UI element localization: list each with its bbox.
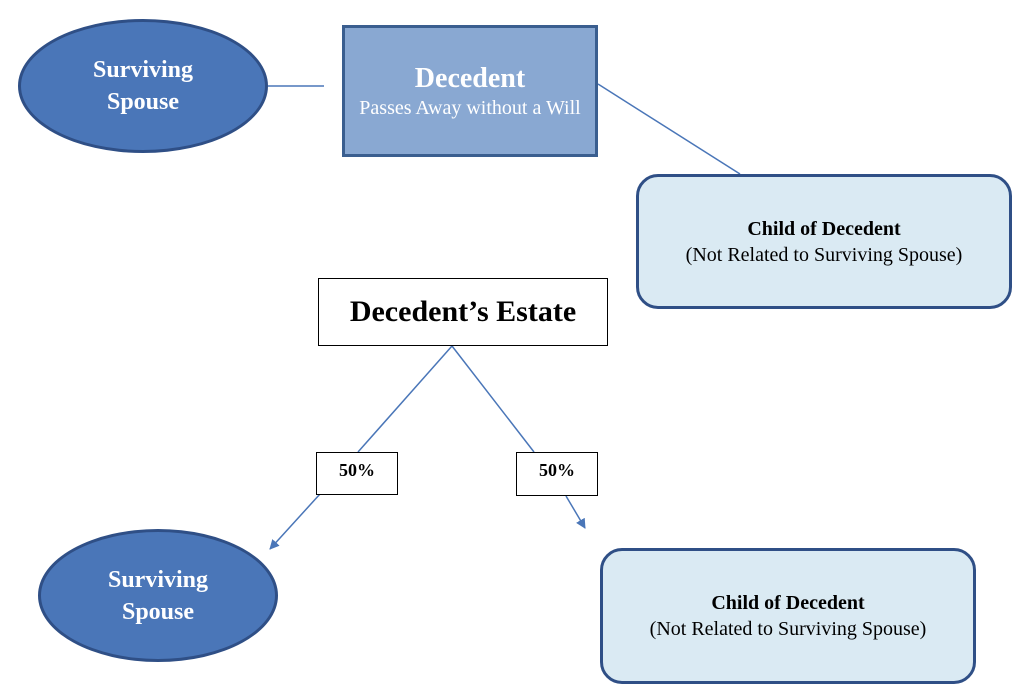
top-surviving-spouse-node: Surviving Spouse xyxy=(18,19,268,153)
left-share-value: 50% xyxy=(339,460,375,480)
right-share-arrow xyxy=(565,495,586,529)
decedent-node: Decedent Passes Away without a Will xyxy=(342,25,598,157)
top-spouse-label-line1: Surviving xyxy=(92,57,194,83)
top-child-title: Child of Decedent xyxy=(747,217,901,240)
bottom-spouse-label-line1: Surviving xyxy=(107,566,209,593)
top-spouse-label-line2: Spouse xyxy=(106,89,180,115)
bottom-spouse-label-line2: Spouse xyxy=(121,598,195,625)
top-child-node: Child of Decedent (Not Related to Surviv… xyxy=(636,174,1012,309)
left-share-arrow xyxy=(269,493,321,550)
decedent-child-connector xyxy=(597,83,741,175)
bottom-child-node: Child of Decedent (Not Related to Surviv… xyxy=(600,548,976,684)
estate-node: Decedent’s Estate xyxy=(318,278,608,346)
decedent-title: Decedent xyxy=(414,62,526,94)
estate-left-connector xyxy=(357,345,453,453)
right-share-label: 50% xyxy=(516,452,598,496)
estate-title: Decedent’s Estate xyxy=(349,295,577,328)
bottom-surviving-spouse-node: Surviving Spouse xyxy=(38,529,278,662)
decedent-subtitle: Passes Away without a Will xyxy=(359,96,581,119)
bottom-child-subtitle: (Not Related to Surviving Spouse) xyxy=(649,618,927,640)
left-share-label: 50% xyxy=(316,452,398,495)
right-share-value: 50% xyxy=(539,460,575,480)
estate-right-connector xyxy=(451,345,535,453)
bottom-child-title: Child of Decedent xyxy=(711,592,865,614)
top-child-subtitle: (Not Related to Surviving Spouse) xyxy=(685,243,963,266)
